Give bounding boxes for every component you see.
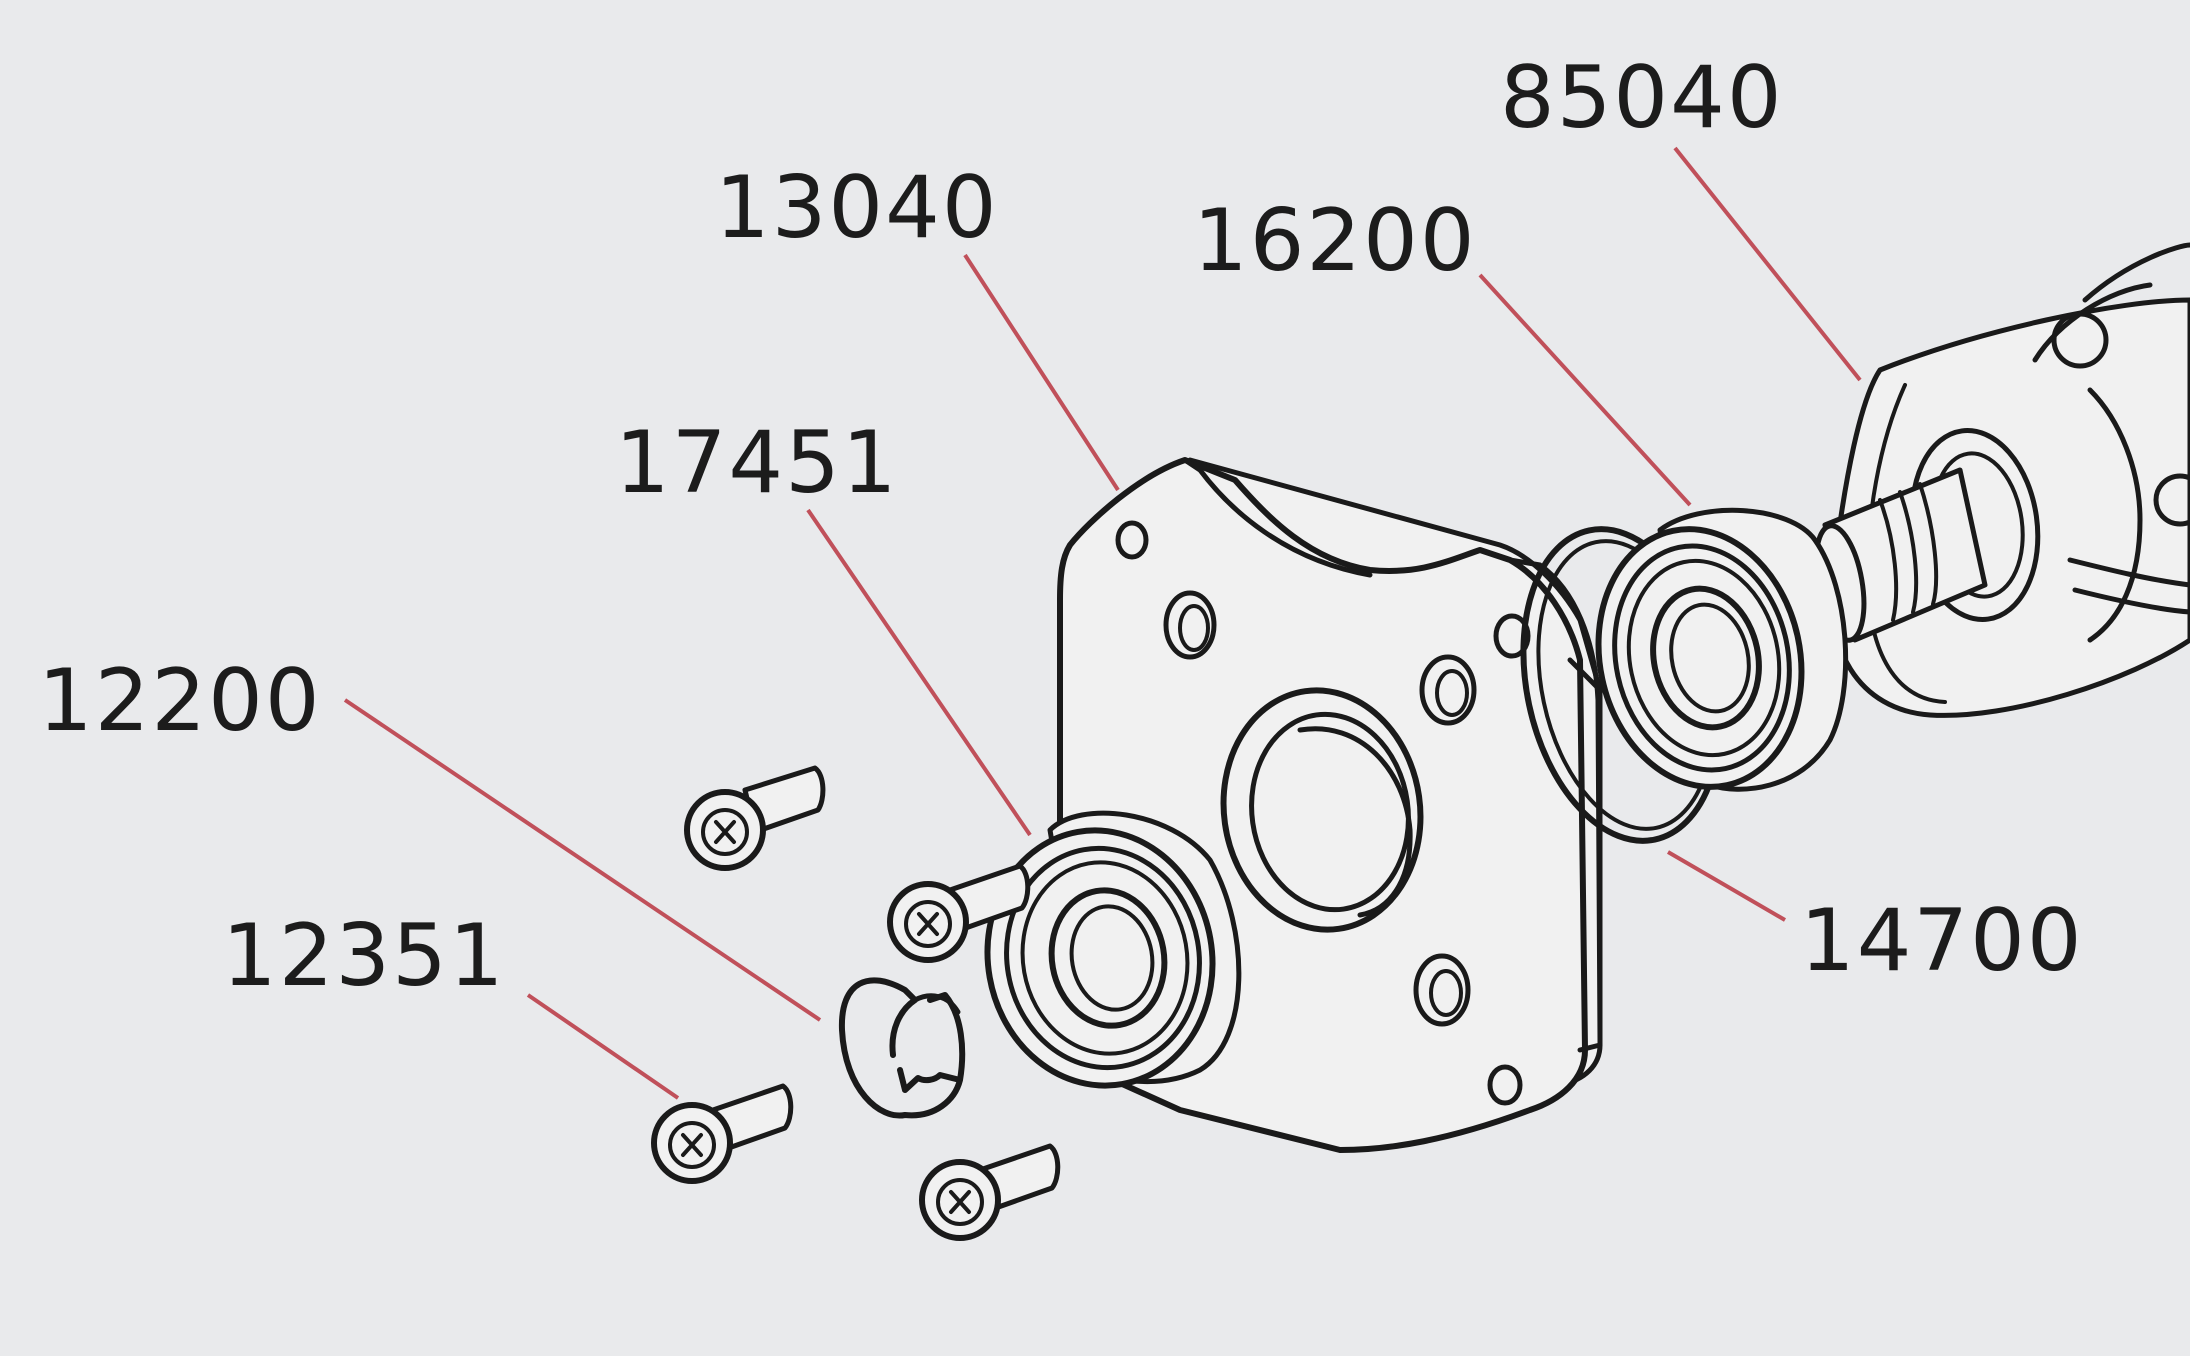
screw-middle (887, 863, 1031, 963)
part-number-14700: 14700 (1800, 891, 2084, 991)
part-number-17451: 17451 (615, 413, 899, 513)
part-number-85040: 85040 (1500, 48, 1784, 148)
leader-16200 (1478, 273, 1692, 507)
screw-lower-left (651, 1083, 794, 1184)
part-number-12351: 12351 (222, 906, 506, 1006)
part-number-16200: 16200 (1193, 191, 1477, 291)
motor-crankshaft-assembly (1813, 242, 2190, 718)
screw-lower-right (919, 1143, 1061, 1241)
leader-14700 (1666, 850, 1787, 922)
leader-13040 (963, 253, 1120, 492)
rear-bearing (1595, 507, 1849, 792)
screw-upper-left (684, 765, 826, 871)
leader-12351 (526, 993, 680, 1100)
part-number-12200: 12200 (38, 651, 322, 751)
part-number-13040: 13040 (715, 158, 999, 258)
leader-85040 (1673, 146, 1862, 382)
leader-17451 (806, 508, 1032, 837)
front-bearing (984, 810, 1242, 1089)
e-clip (838, 977, 966, 1119)
leader-12200 (343, 698, 822, 1022)
